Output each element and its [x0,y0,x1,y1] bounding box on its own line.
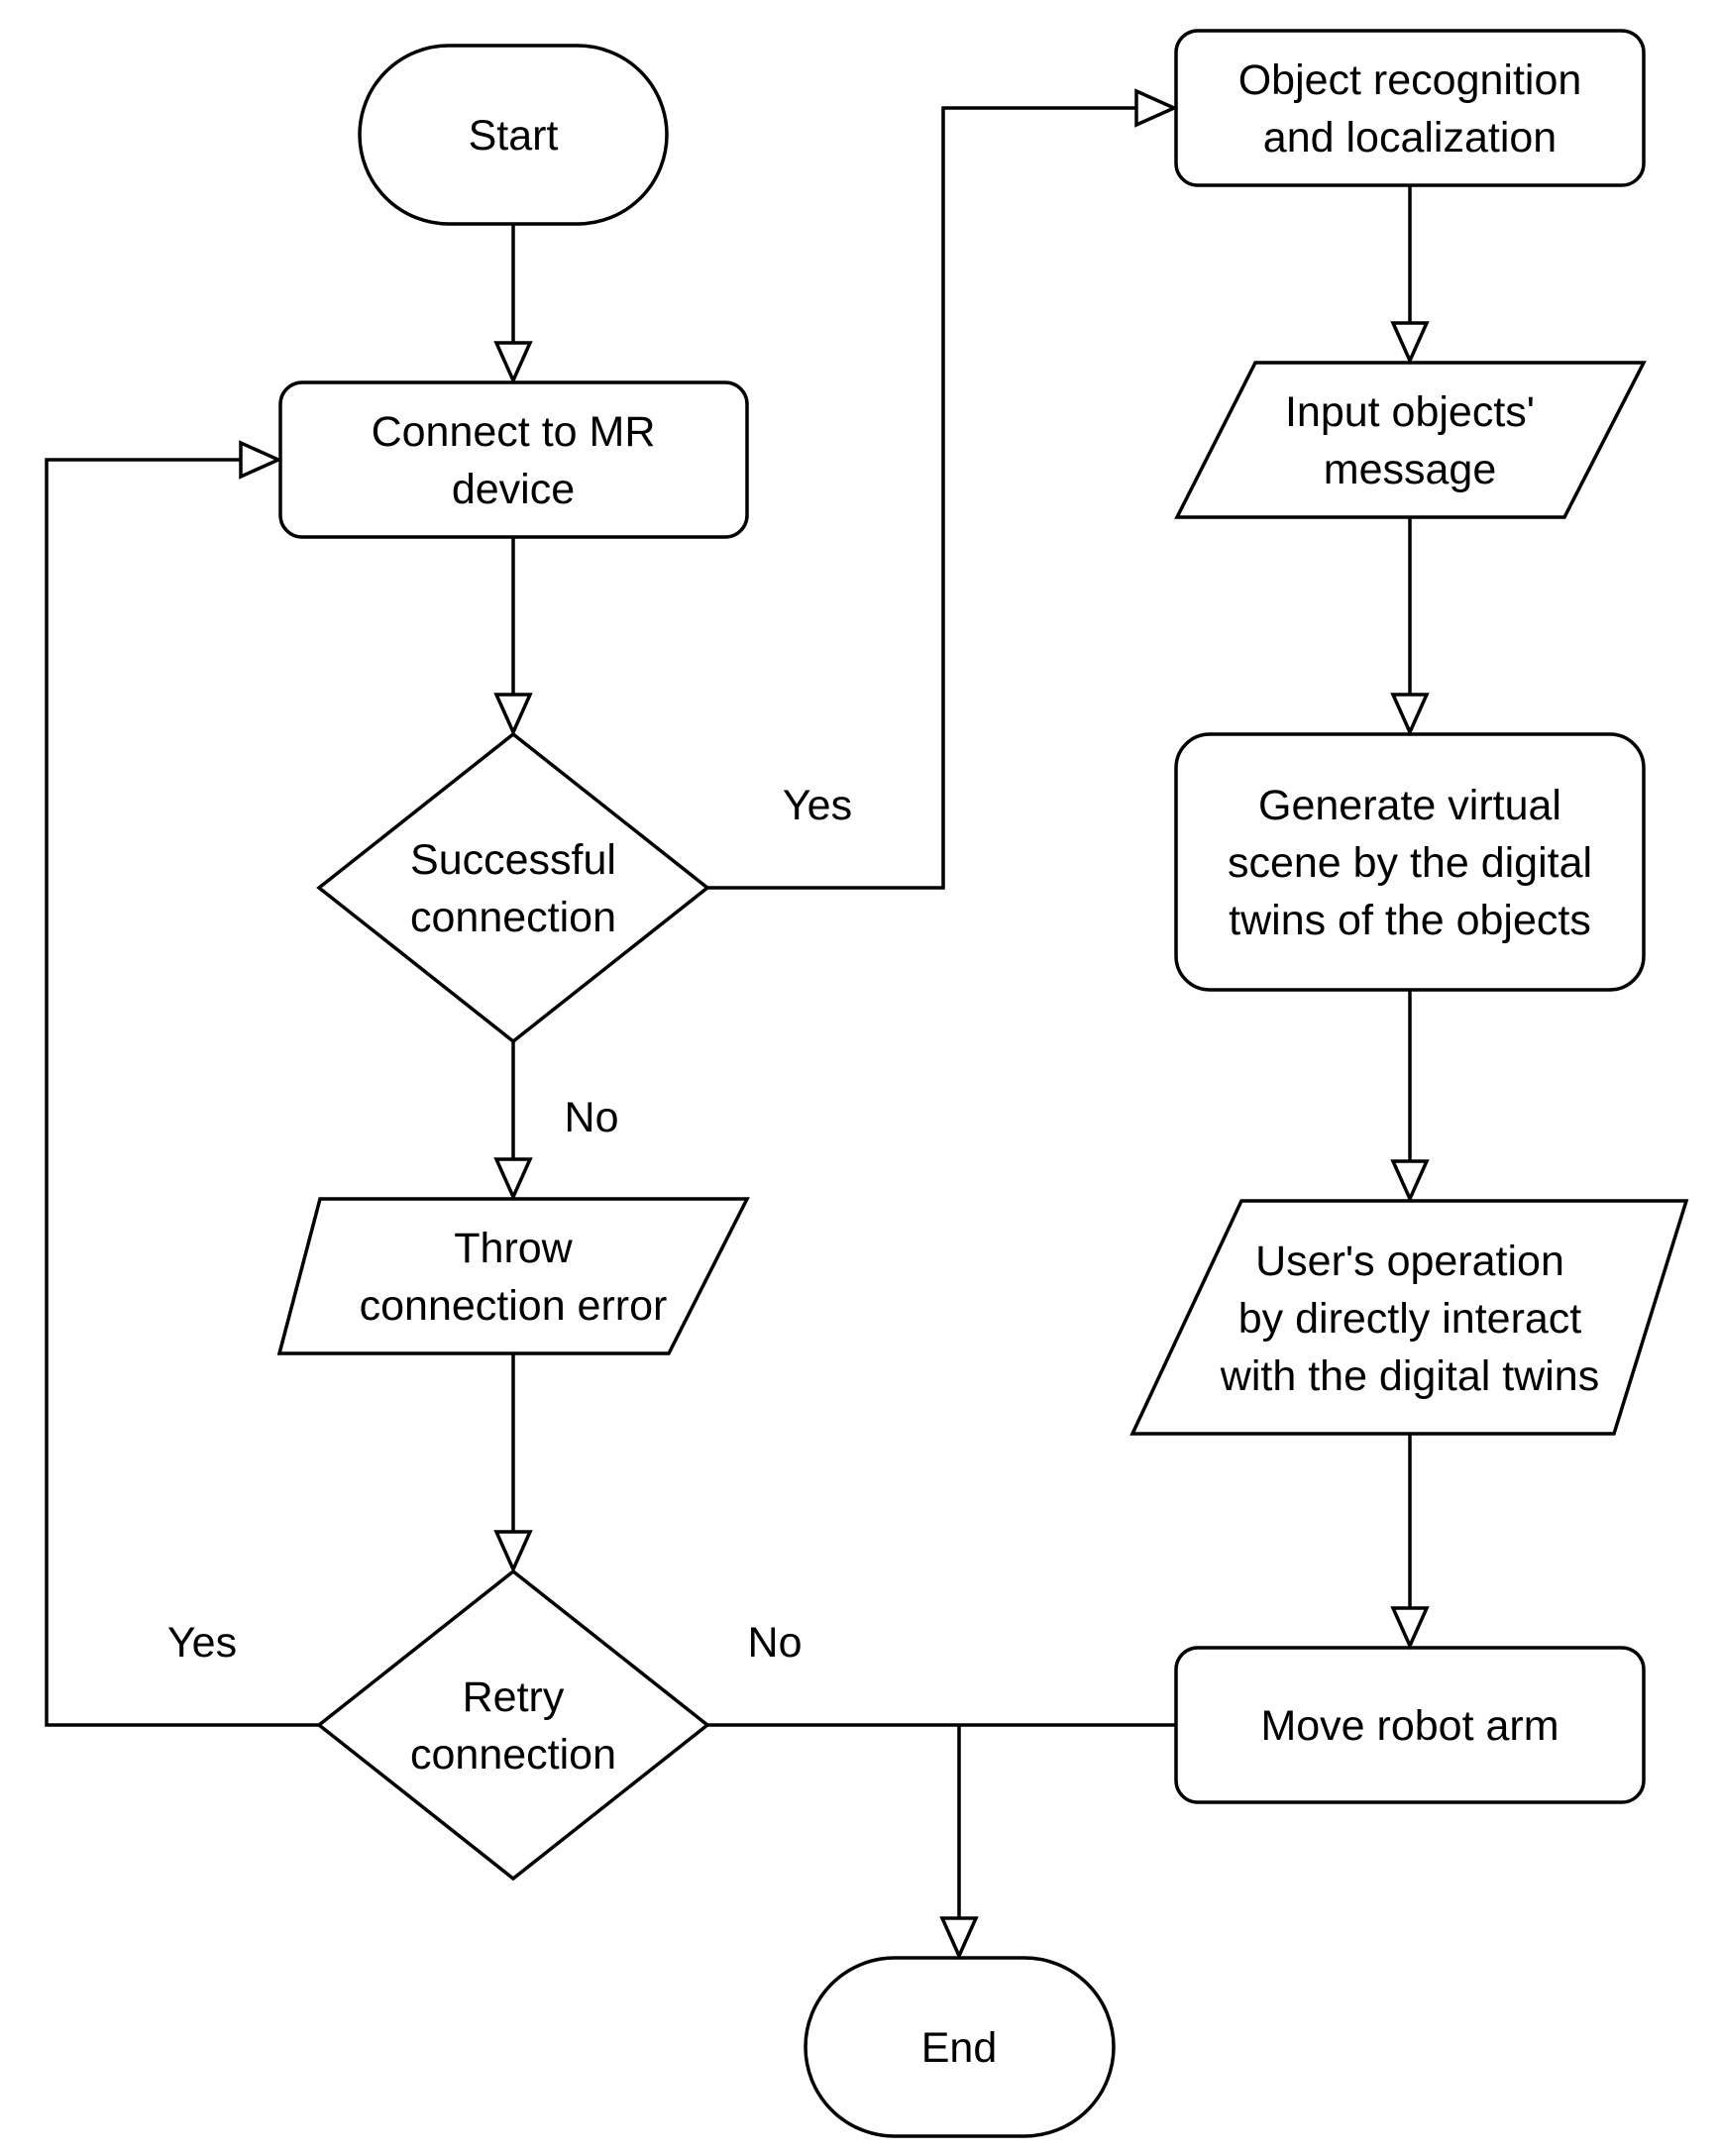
arrowhead-move [1390,1606,1430,1651]
retry-yes-label: Yes [167,1619,237,1667]
edge-retry-yes-loop [45,458,319,1727]
node-text-line: End [921,2024,998,2072]
success-decision [316,731,710,1044]
node-text-line: Input objects' [1285,388,1535,436]
node-text-line: device [452,466,575,513]
input-message-label: Input objects' message [1285,388,1535,493]
node-text-line: connection [410,894,616,941]
arrowhead-input [1390,321,1430,366]
throw-error-label: Throw connection error [360,1225,668,1330]
success-yes-label: Yes [783,782,852,829]
connect-process [278,380,749,539]
node-text-line: User's operation [1255,1238,1564,1285]
arrowhead-success [493,693,533,737]
node-text-line: scene by the digital [1228,839,1592,887]
node-text-line: connection error [360,1282,668,1330]
retry-decision [316,1568,710,1882]
success-label: Successful connection [410,836,616,941]
arrowhead-loop [239,440,283,480]
node-text-line: message [1324,446,1496,493]
throw-error-io [276,1197,750,1355]
user-operation-label: User's operation by directly interact with… [1220,1238,1599,1400]
node-text-line: twins of the objects [1229,897,1591,944]
input-message-io [1174,361,1647,519]
node-text-line: connection [410,1731,616,1779]
user-operation-io [1129,1199,1689,1436]
arrowhead-end [939,1916,979,1961]
start-label: Start [469,112,559,160]
node-text-line: Generate virtual [1258,782,1561,829]
retry-label: Retry connection [410,1673,616,1779]
retry-no-label: No [748,1619,803,1667]
node-text-line: Successful [410,836,616,884]
recognition-label: Object recognition and localization [1238,56,1582,162]
arrowhead-generate [1390,693,1430,737]
arrowhead-retry [493,1530,533,1574]
connect-label: Connect to MR device [372,408,656,513]
node-text-line: and localization [1263,114,1557,162]
end-label: End [921,2024,998,2072]
recognition-process [1174,29,1646,187]
edge-success-yes-to-recognition [707,106,1136,890]
arrowhead-user [1390,1159,1430,1204]
arrowhead-recognition [1134,88,1179,128]
generate-scene-label: Generate virtual scene by the digital twin… [1228,782,1592,944]
arrowhead-connect [493,341,533,385]
node-text-line: Throw [454,1225,573,1272]
success-no-label: No [565,1094,619,1141]
node-text-line: Connect to MR [372,408,656,456]
node-text-line: with the digital twins [1220,1352,1599,1400]
node-text-line: Move robot arm [1260,1702,1558,1750]
move-arm-label: Move robot arm [1260,1702,1558,1750]
node-text-line: Object recognition [1238,56,1582,104]
node-text-line: by directly interact [1238,1295,1582,1343]
node-text-line: Start [469,112,559,160]
arrowhead-throw [493,1157,533,1202]
node-text-line: Retry [463,1673,565,1721]
